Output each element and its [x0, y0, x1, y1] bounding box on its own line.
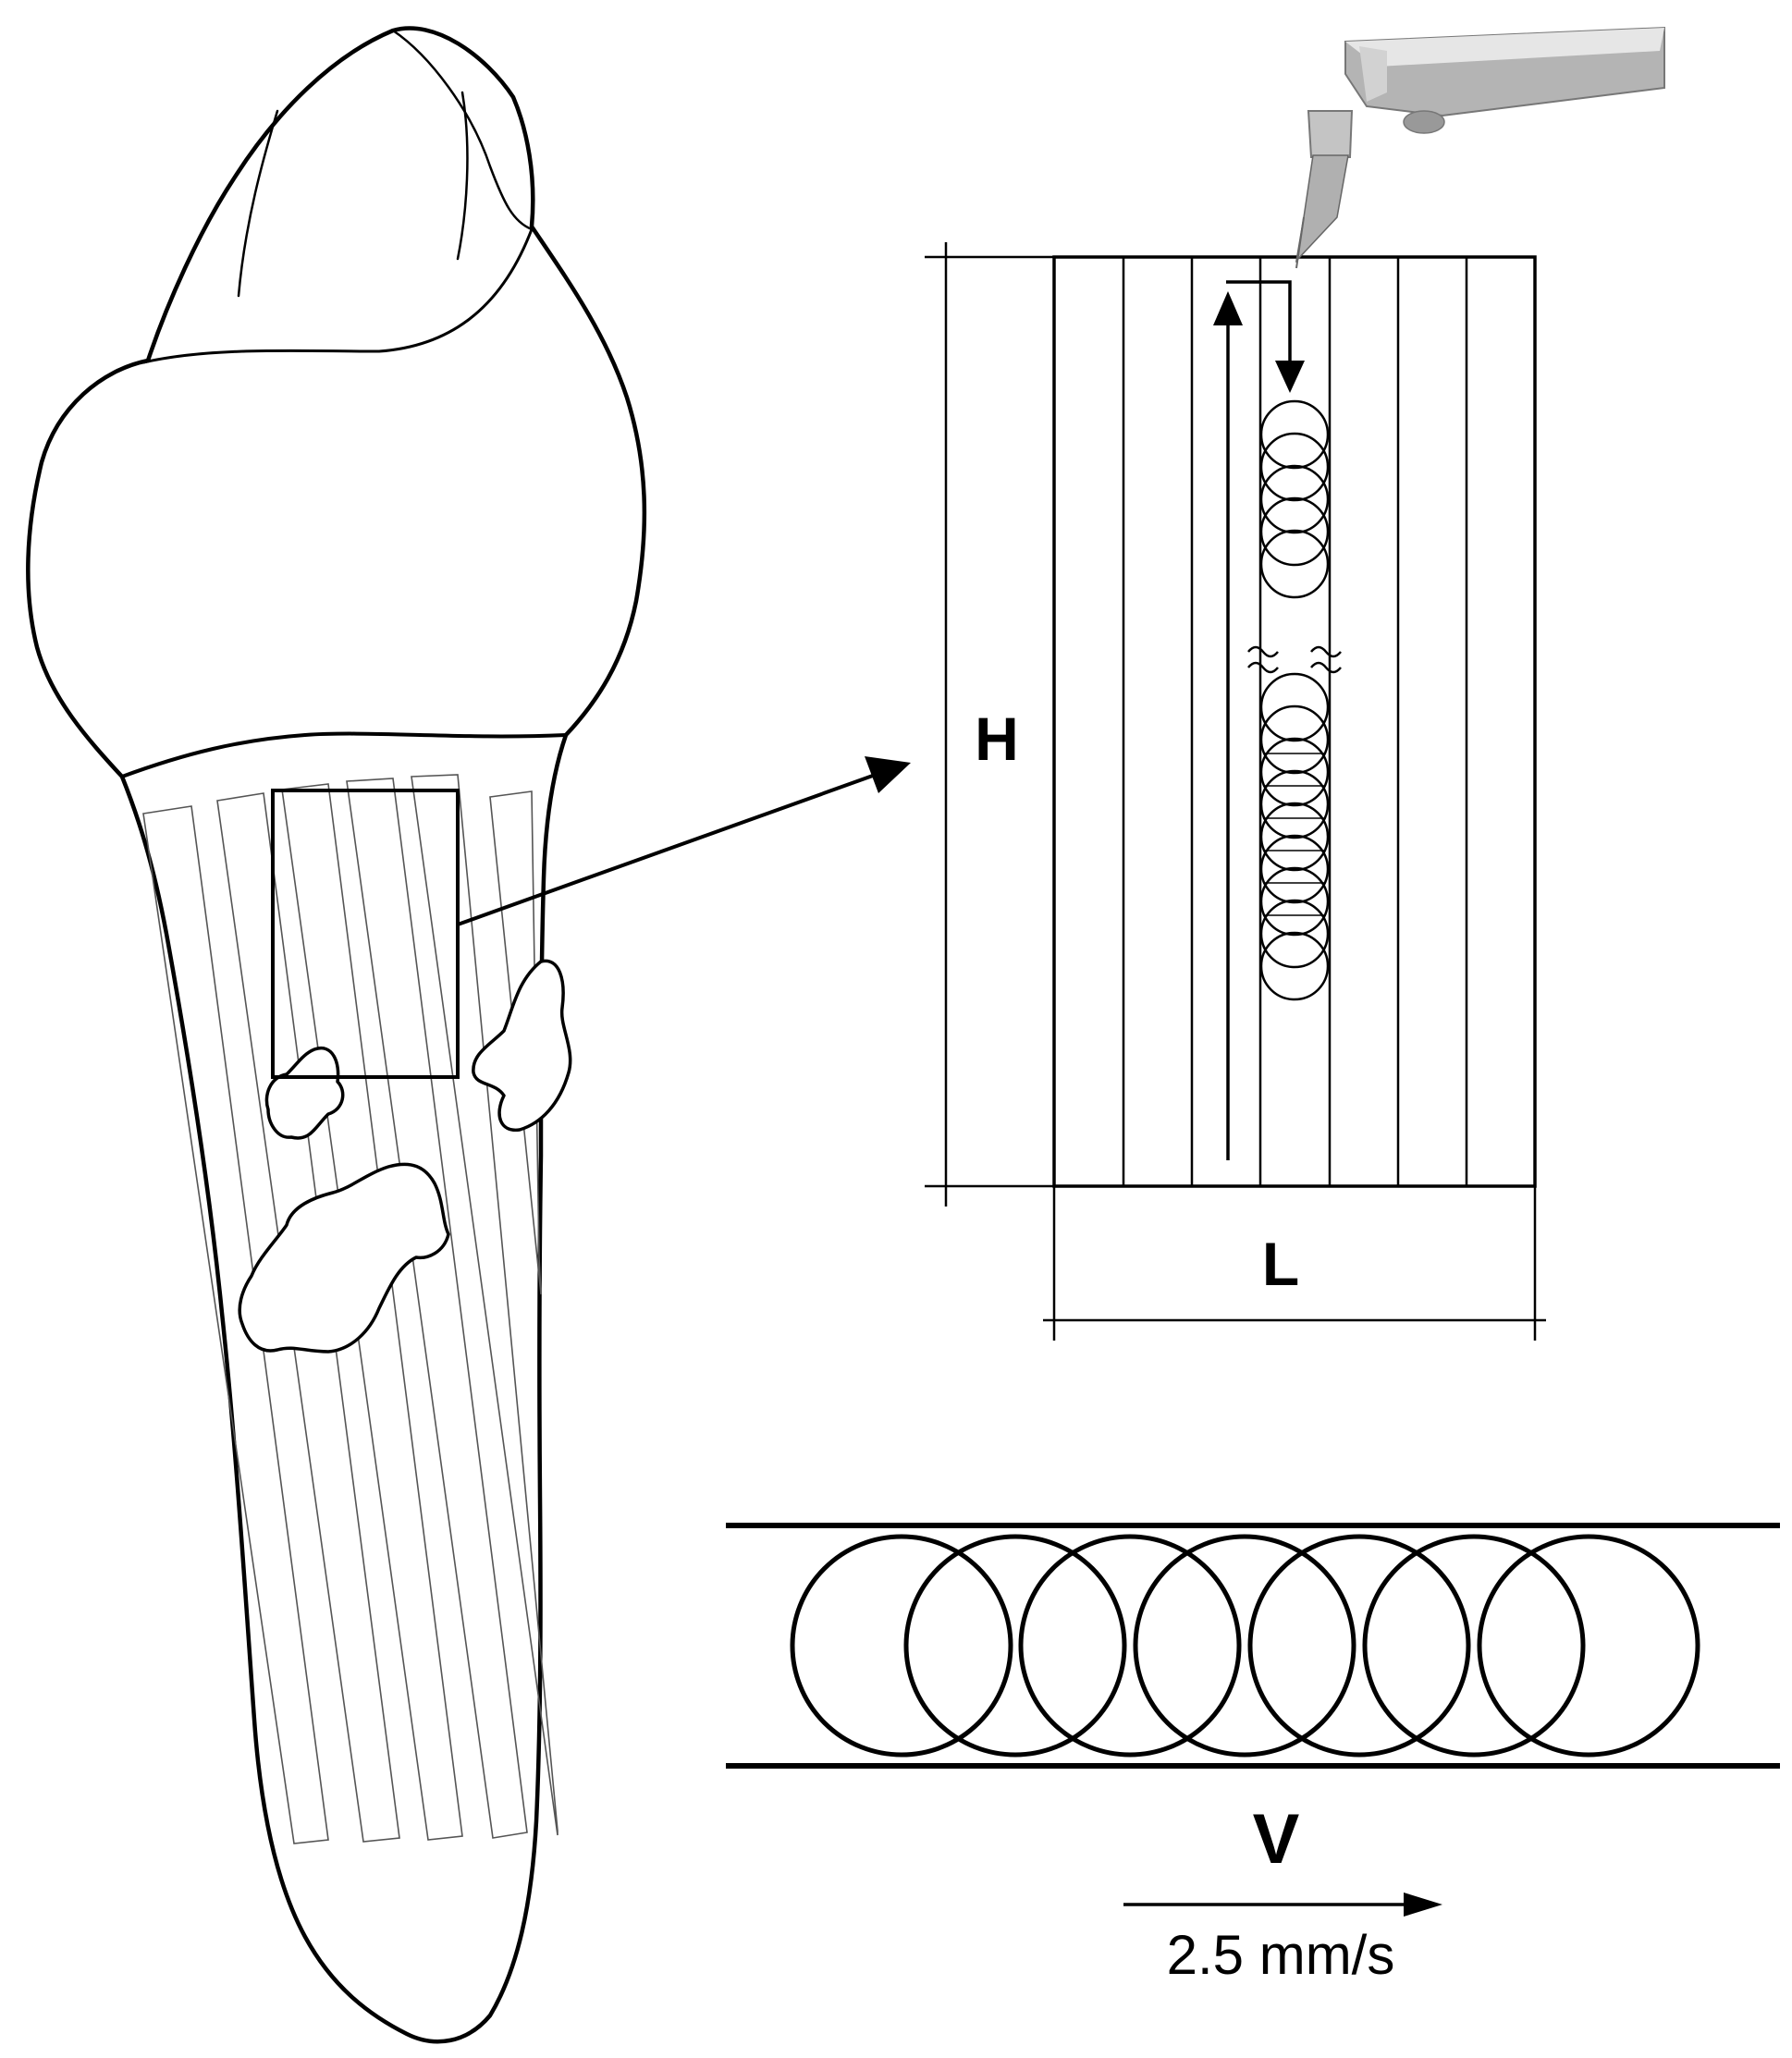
- lesion-right: [472, 959, 572, 1132]
- overlapping-spots: [790, 1534, 1700, 1758]
- lesion-left-small: [264, 1046, 345, 1140]
- scan-path-arrows: [1226, 280, 1292, 1160]
- root-scan-stripes: [142, 774, 558, 1844]
- inset-window: [271, 789, 460, 1079]
- crown-cusp-line: [141, 227, 534, 364]
- scan-stripe: [281, 783, 463, 1841]
- crown-ridge-line: [391, 29, 534, 231]
- enlarged-block: [1052, 255, 1537, 1188]
- tooth-outline-icon: [26, 26, 647, 2044]
- scan-stripe: [216, 792, 400, 1843]
- upward-arrowhead: [1213, 291, 1243, 325]
- downward-arrowhead: [1275, 361, 1305, 393]
- detail-panel: H L: [925, 26, 1665, 1341]
- tooth-outline: [26, 26, 647, 2044]
- length-dimension: [1043, 1186, 1546, 1341]
- velocity-label: V: [1253, 1800, 1300, 1879]
- height-dimension: [925, 242, 1054, 1207]
- lesion-areas: [238, 959, 572, 1354]
- crown-groove-right: [456, 91, 469, 261]
- spot-column: [1247, 399, 1342, 1001]
- overlap-diagram: V 2.5 mm/s: [726, 1523, 1780, 1986]
- scan-stripe: [142, 805, 329, 1844]
- height-label: H: [975, 704, 1019, 773]
- zoom-pointer-arrow: [457, 756, 911, 926]
- scan-stripe: [346, 778, 528, 1839]
- laser-handpiece-icon: [1295, 26, 1665, 269]
- crown-groove-left: [237, 109, 279, 298]
- scan-stripe: [411, 774, 558, 1836]
- length-label: L: [1262, 1230, 1299, 1298]
- lesion-large: [238, 1162, 450, 1354]
- velocity-arrow: [1123, 1893, 1442, 1917]
- speed-label: 2.5 mm/s: [1167, 1924, 1395, 1986]
- cervical-line: [120, 731, 568, 778]
